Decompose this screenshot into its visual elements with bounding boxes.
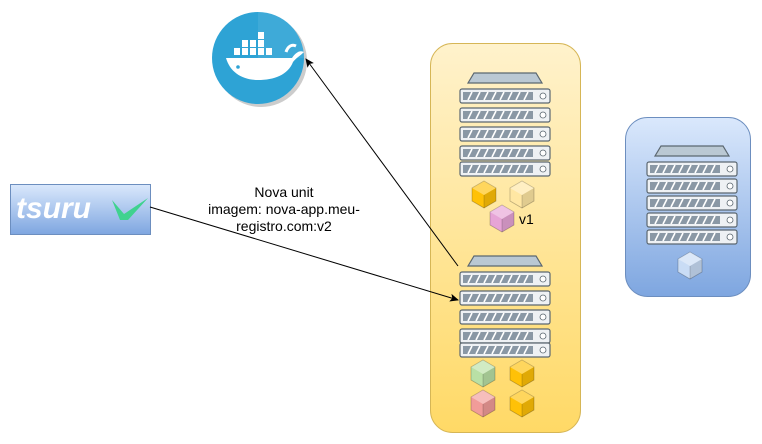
tsuru-logo-text: tsuru [16,192,91,225]
tsuru-logo-icon[interactable]: tsuru [10,184,151,235]
arrow-label-line-1: Nova unit [254,184,314,200]
pull-image-arrow [305,58,459,267]
arrow-label-line-2: imagem: nova-app.meu- [208,201,360,217]
arrow-label: Nova unit imagem: nova-app.meu- registro… [196,184,372,235]
arrow-label-line-3: registro.com:v2 [236,218,332,234]
unit-version-label: v1 [519,211,534,227]
deploy-arrow [149,206,459,302]
docker-logo-icon[interactable] [212,12,307,107]
